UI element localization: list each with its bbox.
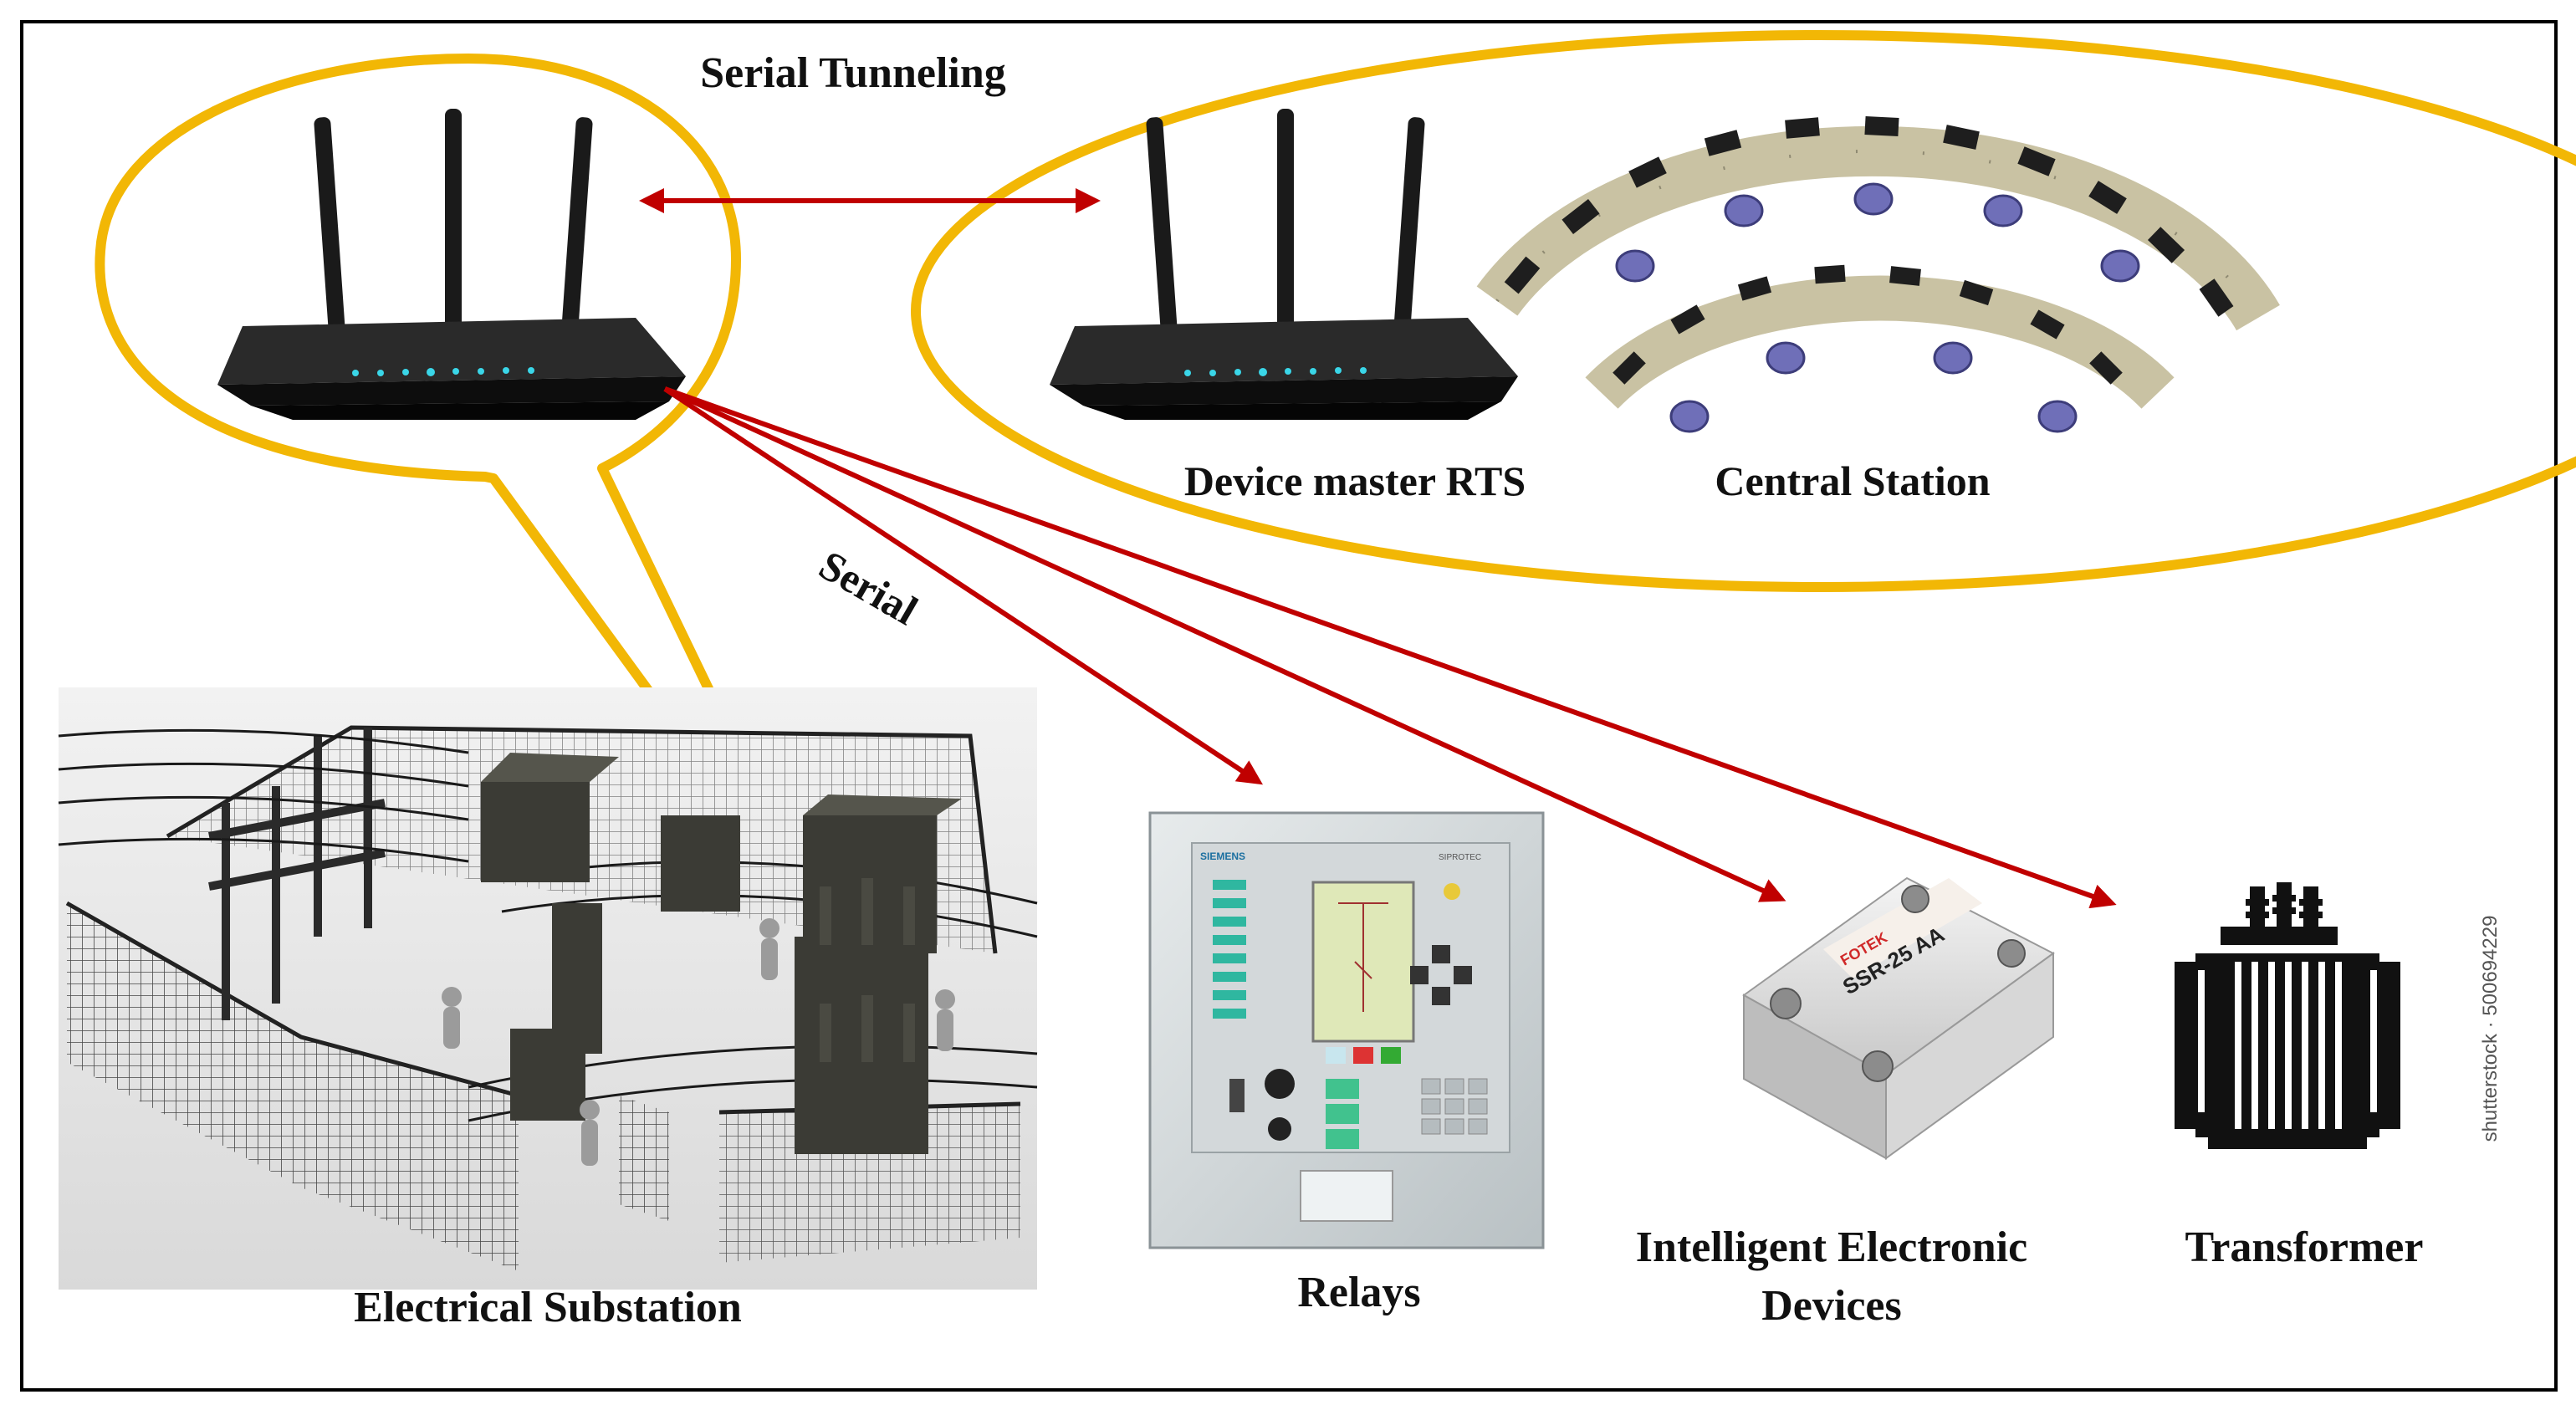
- relay-brand: SIEMENS: [1200, 851, 1245, 862]
- relay-panel-icon: SIEMENS SIPROTEC: [1148, 811, 1545, 1249]
- router-icon: [217, 109, 686, 420]
- label-serial: Serial: [811, 541, 925, 634]
- label-serial-tunneling: Serial Tunneling: [700, 49, 1006, 97]
- label-central-station: Central Station: [1715, 457, 1990, 504]
- watermark-text: shutterstock · 500694229: [2479, 916, 2502, 1142]
- label-device-master: Device master RTS: [1184, 457, 1526, 504]
- label-transformer: Transformer: [2185, 1223, 2424, 1271]
- control-room-icon: [1476, 115, 2280, 433]
- connection-arrows: [639, 188, 2117, 909]
- router-callout: [95, 54, 833, 942]
- relay-model: SIPROTEC: [1439, 853, 1481, 862]
- serial-arrow-relays: [663, 386, 1264, 785]
- serial-arrow-transformer: [663, 386, 2117, 909]
- transformer-icon: [2175, 882, 2400, 1149]
- label-ied-line2: Devices: [1761, 1282, 1901, 1330]
- label-ied-line1: Intelligent Electronic: [1636, 1223, 2027, 1271]
- label-relays: Relays: [1297, 1269, 1420, 1316]
- central-callout: [911, 30, 2576, 592]
- substation-icon: [58, 687, 1038, 1290]
- solid-state-relay-icon: FOTEK SSR-25 AA: [1742, 876, 2055, 1160]
- router-icon: [1050, 109, 1518, 420]
- label-substation: Electrical Substation: [354, 1284, 742, 1331]
- outer-frame: [20, 20, 2558, 1392]
- serial-arrow-ied: [663, 386, 1786, 902]
